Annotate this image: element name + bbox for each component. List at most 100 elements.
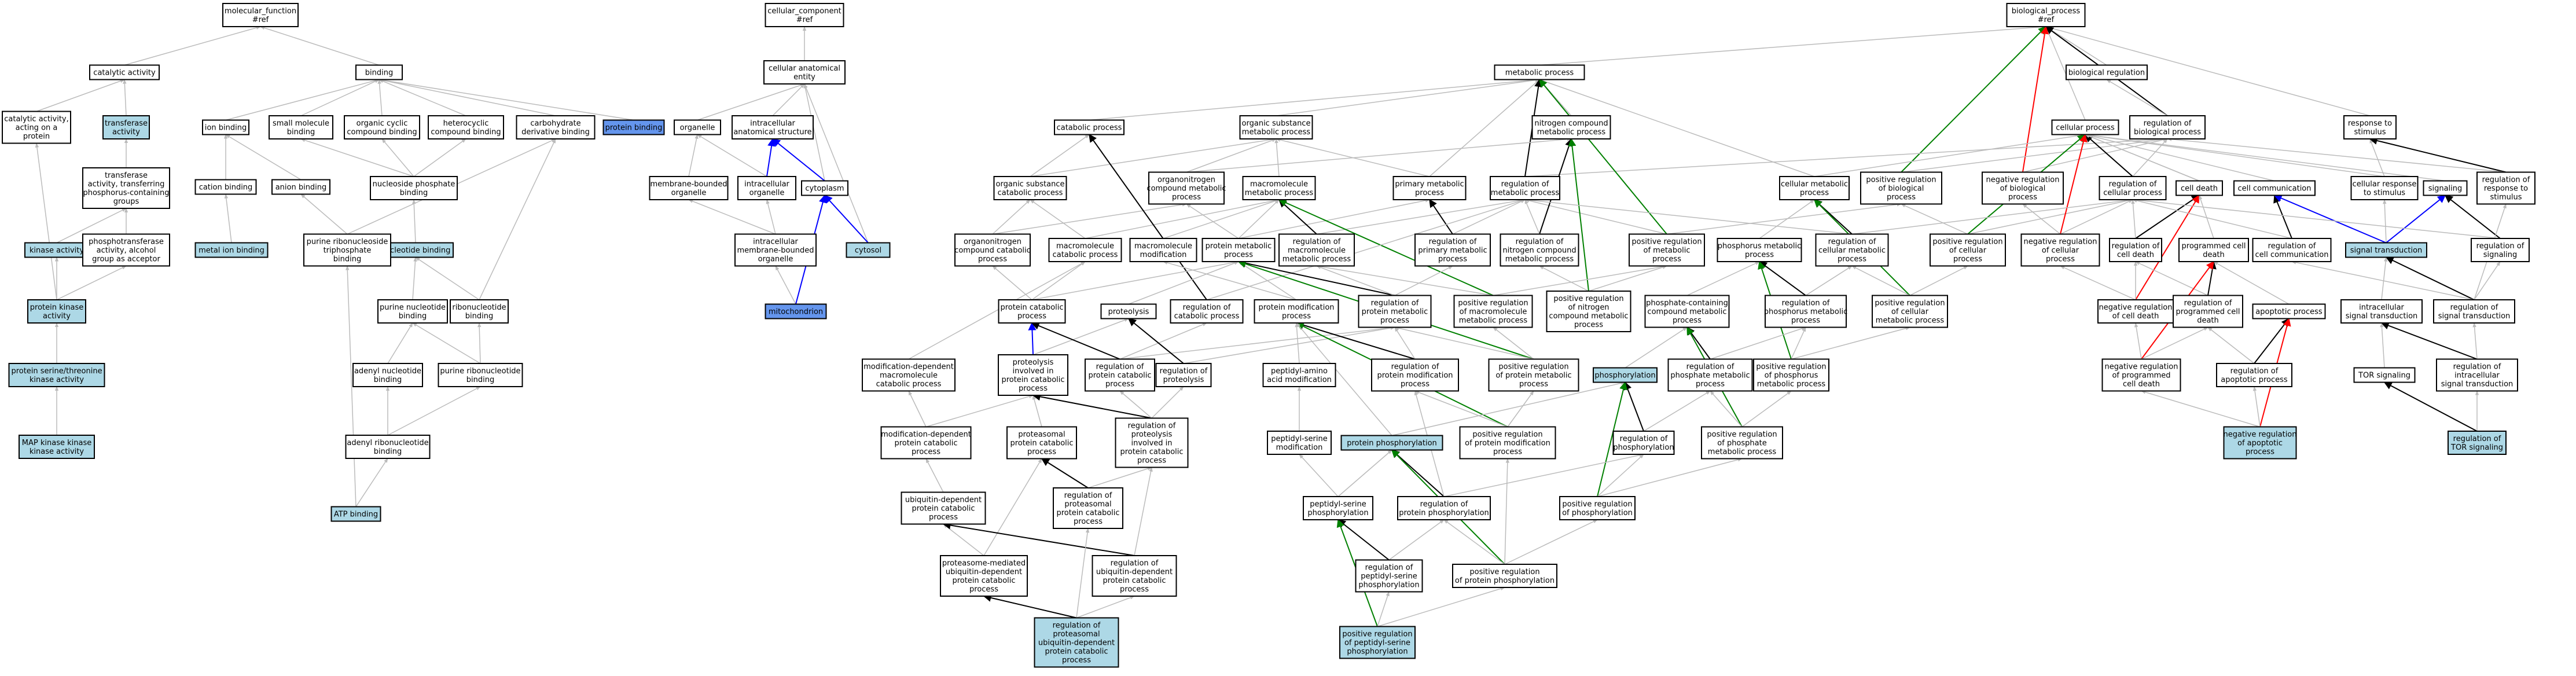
go-term-modification-dependent-macro-catab[interactable]: modification-dependentmacromoleculecatab… [862,358,956,392]
go-term-metabolic-process[interactable]: metabolic process [1494,64,1585,80]
go-term-signaling[interactable]: signaling [2423,180,2468,196]
go-term-reg-ub-dependent-protein-catab[interactable]: regulation ofubiquitin-dependentprotein … [1092,555,1177,597]
go-term-kinase-activity[interactable]: kinase activity [24,242,89,258]
go-term-cell-communication[interactable]: cell communication [2233,180,2316,196]
go-term-protein-phosphorylation[interactable]: protein phosphorylation [1340,435,1443,451]
go-term-cell-death[interactable]: cell death [2176,180,2223,196]
go-term-proteolysis[interactable]: proteolysis [1100,303,1157,319]
go-term-reg-peptidyl-serine-phosphorylation[interactable]: regulation ofpeptidyl-serinephosphorylat… [1355,559,1423,593]
go-term-proteasome-mediated-ub-catab[interactable]: proteasome-mediatedubiquitin-dependentpr… [940,555,1028,597]
go-term-tor-signaling[interactable]: TOR signaling [2353,367,2416,383]
go-term-biological-regulation[interactable]: biological regulation [2066,64,2148,80]
go-term-catalytic-activity[interactable]: catalytic activity [89,64,160,80]
go-term-atp-binding[interactable]: ATP binding [330,506,381,522]
go-term-mitochondrion[interactable]: mitochondrion [765,303,827,319]
go-term-ion-binding[interactable]: ion binding [202,119,249,135]
go-term-cellular-process[interactable]: cellular process [2051,119,2119,135]
go-term-signal-transduction[interactable]: signal transduction [2345,242,2427,258]
go-term-cellular-component[interactable]: cellular_component#ref [765,3,844,27]
go-term-anion-binding[interactable]: anion binding [271,179,330,195]
go-term-cytosol[interactable]: cytosol [846,242,891,258]
go-term-reg-proteasomal-ub-catab[interactable]: regulation ofproteasomalubiquitin-depend… [1034,617,1119,668]
